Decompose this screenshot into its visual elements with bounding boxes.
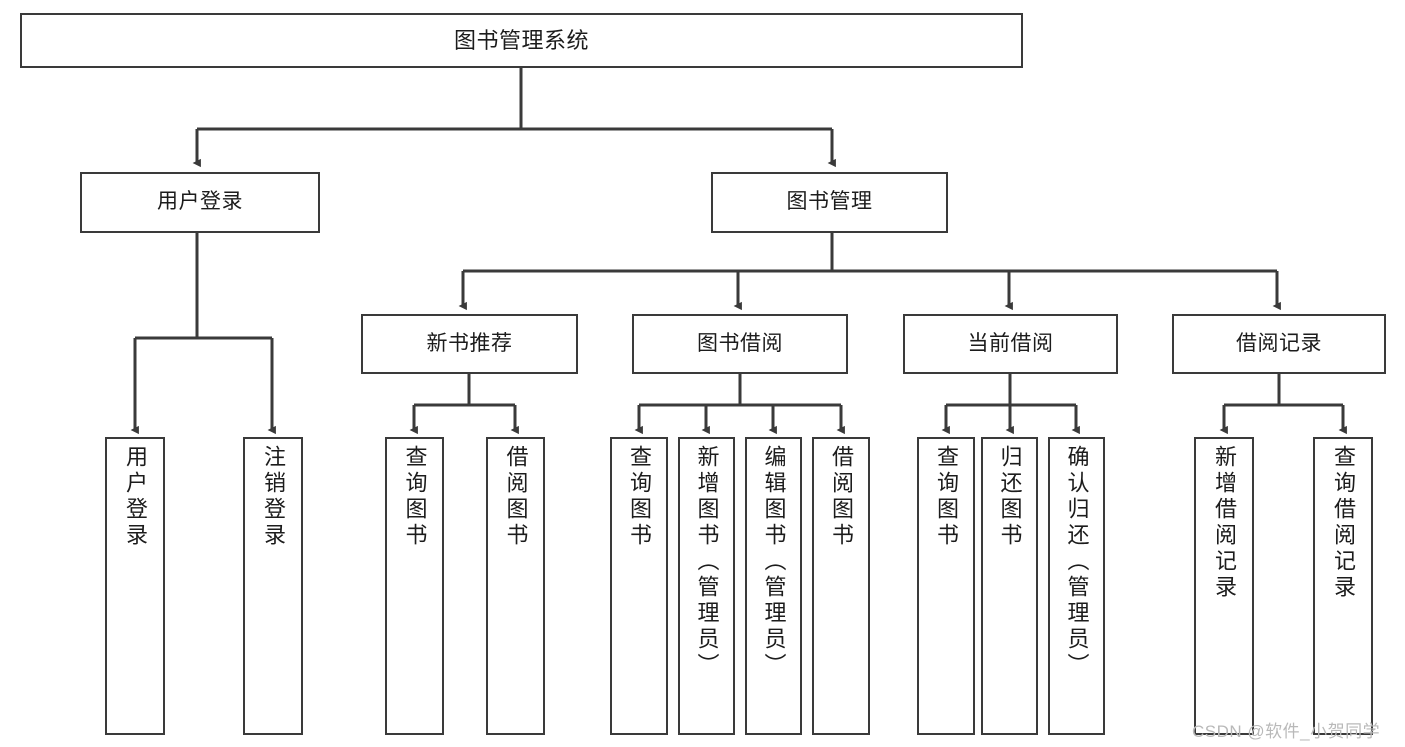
node-borrow-records[interactable]: 借阅记录 bbox=[1172, 314, 1386, 374]
node-leaf-borrow-book[interactable]: 借阅图书 bbox=[812, 437, 870, 735]
node-leaf-query-book-recommend[interactable]: 查询图书 bbox=[385, 437, 444, 735]
node-leaf-borrow-book-recommend[interactable]: 借阅图书 bbox=[486, 437, 545, 735]
node-label: 借阅图书 bbox=[503, 445, 529, 549]
node-label: 新增借阅记录 bbox=[1212, 445, 1237, 601]
node-book-borrow[interactable]: 图书借阅 bbox=[632, 314, 848, 374]
node-label: 归还图书 bbox=[997, 445, 1023, 549]
node-label: 借阅记录 bbox=[1236, 331, 1322, 355]
node-root-system[interactable]: 图书管理系统 bbox=[20, 13, 1023, 68]
node-new-book-recommend[interactable]: 新书推荐 bbox=[361, 314, 578, 374]
node-label: 注销登录 bbox=[261, 445, 286, 549]
node-book-management[interactable]: 图书管理 bbox=[711, 172, 948, 233]
node-leaf-user-login[interactable]: 用户登录 bbox=[105, 437, 165, 735]
node-label: 图书管理系统 bbox=[453, 27, 589, 53]
node-user-login[interactable]: 用户登录 bbox=[80, 172, 320, 233]
node-label: 新书推荐 bbox=[426, 331, 513, 355]
node-leaf-logout[interactable]: 注销登录 bbox=[243, 437, 303, 735]
node-label: 新增图书（管理员） bbox=[694, 445, 720, 679]
csdn-watermark: CSDN @软件_小贺同学 bbox=[1192, 722, 1381, 741]
node-leaf-query-borrow-record[interactable]: 查询借阅记录 bbox=[1313, 437, 1373, 735]
node-leaf-query-book-current[interactable]: 查询图书 bbox=[917, 437, 975, 735]
node-leaf-add-book-admin[interactable]: 新增图书（管理员） bbox=[678, 437, 735, 735]
node-leaf-add-borrow-record[interactable]: 新增借阅记录 bbox=[1194, 437, 1254, 735]
node-label: 图书管理 bbox=[786, 190, 873, 214]
node-label: 当前借阅 bbox=[967, 331, 1054, 355]
node-label: 确认归还（管理员） bbox=[1064, 445, 1090, 679]
node-label: 查询图书 bbox=[402, 445, 428, 549]
node-leaf-query-book-borrow[interactable]: 查询图书 bbox=[610, 437, 668, 735]
node-label: 借阅图书 bbox=[829, 445, 854, 549]
node-leaf-return-book[interactable]: 归还图书 bbox=[981, 437, 1038, 735]
node-label: 用户登录 bbox=[123, 445, 148, 549]
node-label: 查询图书 bbox=[627, 445, 652, 549]
node-label: 编辑图书（管理员） bbox=[761, 445, 787, 679]
node-label: 查询图书 bbox=[934, 445, 959, 549]
node-current-borrow[interactable]: 当前借阅 bbox=[903, 314, 1118, 374]
node-label: 查询借阅记录 bbox=[1331, 445, 1356, 601]
node-label: 图书借阅 bbox=[697, 331, 783, 355]
node-leaf-confirm-return-admin[interactable]: 确认归还（管理员） bbox=[1048, 437, 1105, 735]
node-label: 用户登录 bbox=[157, 190, 243, 214]
node-leaf-edit-book-admin[interactable]: 编辑图书（管理员） bbox=[745, 437, 802, 735]
